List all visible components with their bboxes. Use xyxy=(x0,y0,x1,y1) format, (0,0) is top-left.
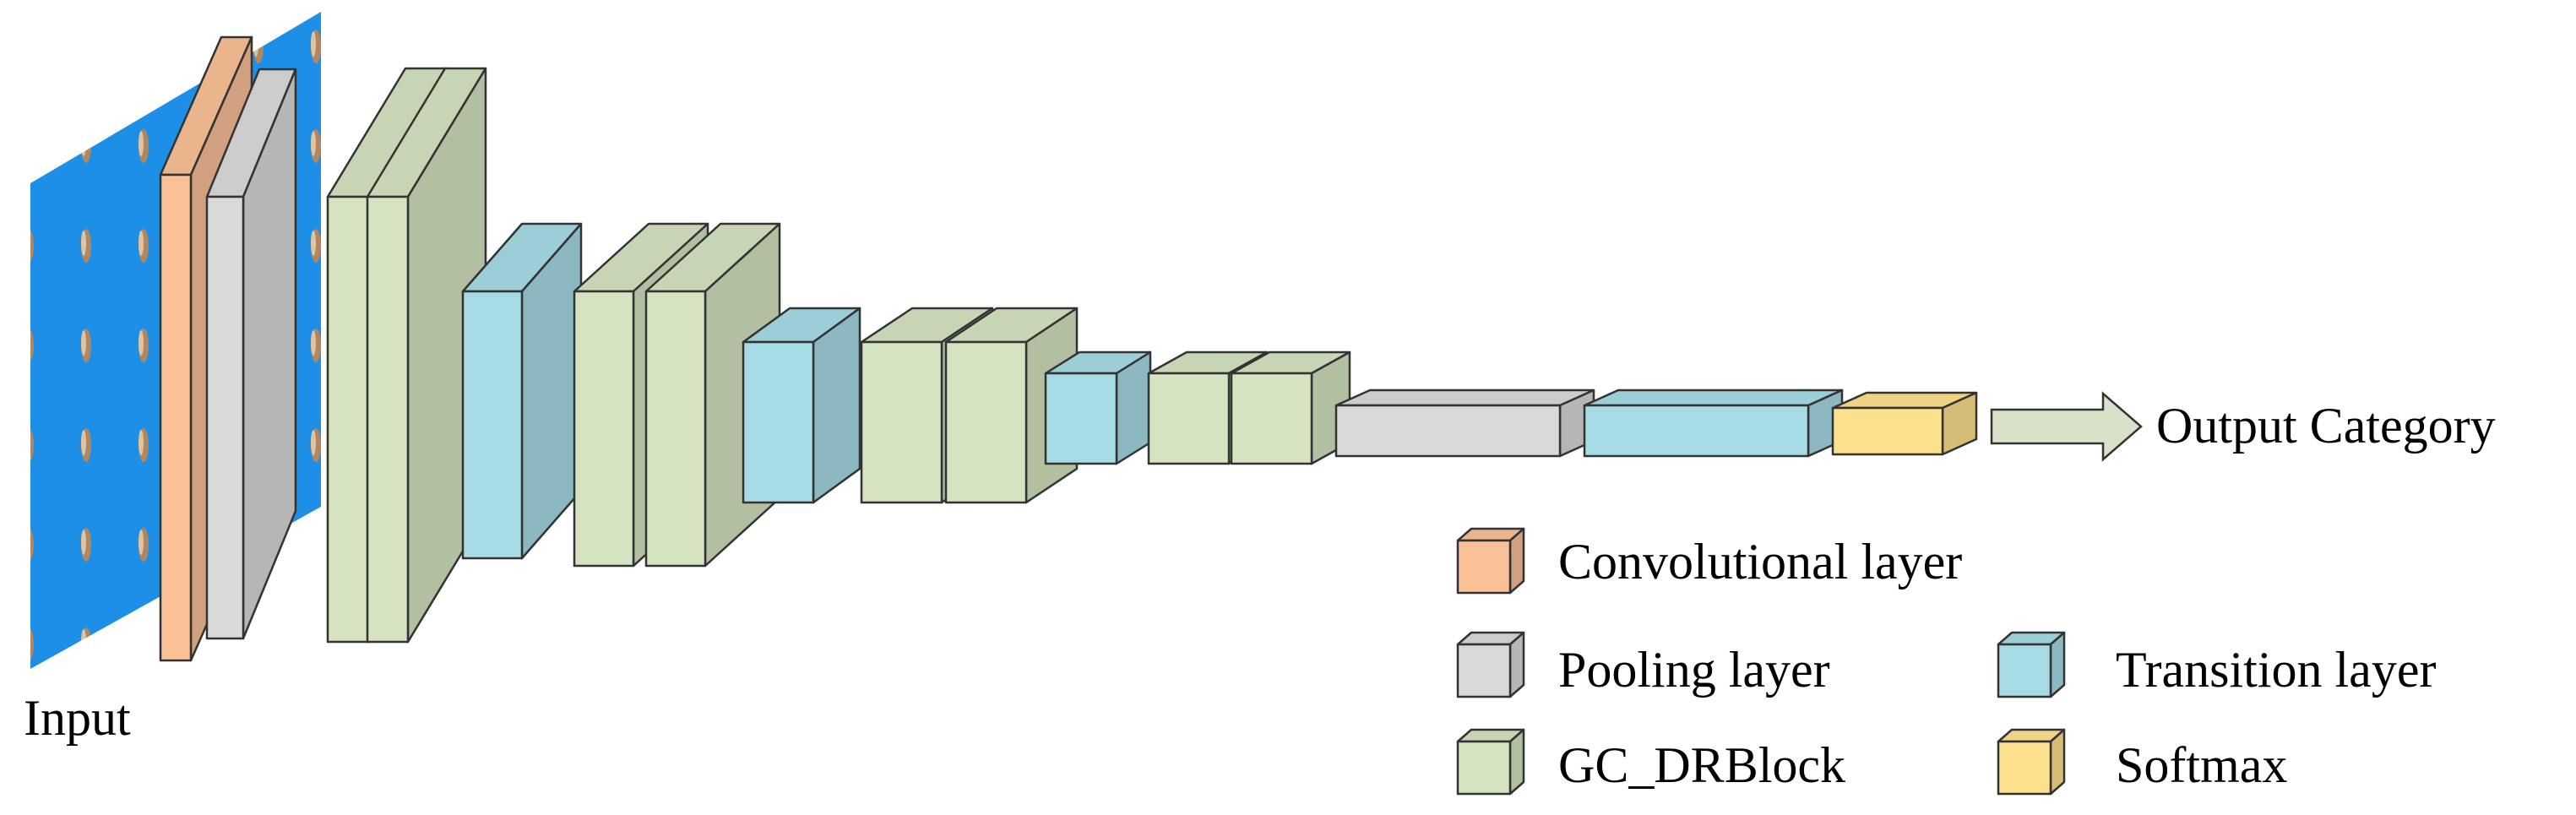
pooling-swatch-icon xyxy=(1456,631,1525,698)
layer-softmax-16 xyxy=(1831,391,1978,456)
legend-item-gc-drblock: GC_DRBlock xyxy=(1456,728,1845,796)
legend: Convolutional layer Pooling layer Transi… xyxy=(1456,527,2436,796)
layer-transition-5 xyxy=(461,222,583,560)
layer-transition-11 xyxy=(1044,350,1152,465)
layer-gc-drblock-13 xyxy=(1230,350,1351,465)
output-category-label: Output Category xyxy=(2156,398,2496,454)
softmax-swatch-icon xyxy=(1997,728,2066,796)
gc-drblock-swatch-icon xyxy=(1456,728,1525,796)
legend-label-gc-drblock: GC_DRBlock xyxy=(1558,737,1845,793)
legend-item-softmax: Softmax xyxy=(1997,728,2287,796)
legend-item-transition: Transition layer xyxy=(1997,631,2436,698)
legend-label-pooling: Pooling layer xyxy=(1558,642,1830,698)
legend-item-pooling: Pooling layer xyxy=(1456,631,1830,698)
layer-pooling-14 xyxy=(1334,388,1595,458)
convolutional-swatch-icon xyxy=(1456,527,1525,595)
output-arrow xyxy=(1990,391,2143,462)
layer-stack xyxy=(159,35,1978,662)
layer-transition-8 xyxy=(742,307,861,504)
layer-transition-15 xyxy=(1583,388,1844,458)
input-label: Input xyxy=(24,690,131,746)
layer-pooling-2 xyxy=(205,68,297,640)
transition-swatch-icon xyxy=(1997,631,2066,698)
legend-label-softmax: Softmax xyxy=(2116,737,2287,793)
legend-label-transition: Transition layer xyxy=(2116,642,2436,698)
legend-label-convolutional: Convolutional layer xyxy=(1558,534,1962,590)
legend-item-convolutional: Convolutional layer xyxy=(1456,527,1962,595)
